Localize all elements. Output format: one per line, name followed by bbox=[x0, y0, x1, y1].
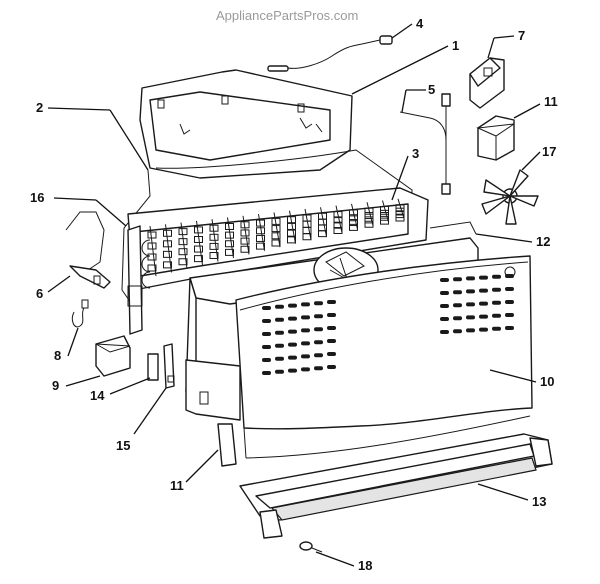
callout-14: 14 bbox=[90, 388, 105, 403]
drain-trough bbox=[239, 433, 553, 539]
defrost-heater-rod bbox=[399, 93, 451, 195]
callout-5: 5 bbox=[428, 82, 435, 97]
bracket bbox=[469, 57, 505, 109]
callout-3: 3 bbox=[412, 146, 419, 161]
callout-13: 13 bbox=[532, 494, 546, 509]
fan-shroud-clip bbox=[476, 115, 515, 161]
evaporator-cover-frame bbox=[185, 237, 479, 421]
callout-17: 17 bbox=[542, 144, 556, 159]
callout-16: 16 bbox=[30, 190, 44, 205]
callouts: 1 2 3 4 5 6 7 8 9 10 11 11 12 13 14 15 1… bbox=[30, 16, 558, 573]
callout-18: 18 bbox=[358, 558, 372, 573]
callout-4: 4 bbox=[416, 16, 424, 31]
callout-11-upper: 11 bbox=[544, 94, 558, 109]
shroud-edge bbox=[429, 221, 477, 235]
sensor-wire bbox=[267, 35, 393, 72]
connector bbox=[71, 299, 89, 328]
callout-7: 7 bbox=[518, 28, 525, 43]
screw bbox=[299, 541, 323, 553]
callout-9: 9 bbox=[52, 378, 59, 393]
leader-lines bbox=[47, 23, 541, 567]
mounting-clips bbox=[147, 343, 175, 389]
callout-11-lower: 11 bbox=[170, 478, 184, 493]
bracket-cover bbox=[95, 335, 131, 377]
rear-back-panel bbox=[139, 69, 353, 179]
side-cover-strip bbox=[217, 423, 237, 467]
callout-8: 8 bbox=[54, 348, 61, 363]
thermostat-clip bbox=[69, 265, 111, 289]
front-evaporator-panel bbox=[235, 255, 533, 459]
callout-12: 12 bbox=[536, 234, 550, 249]
watermark-text: AppliancePartsPros.com bbox=[216, 8, 358, 23]
evaporator-coil bbox=[127, 187, 429, 335]
callout-6: 6 bbox=[36, 286, 43, 301]
callout-1: 1 bbox=[452, 38, 459, 53]
callout-2: 2 bbox=[36, 100, 43, 115]
fan-blade bbox=[481, 169, 539, 225]
callout-10: 10 bbox=[540, 374, 554, 389]
callout-15: 15 bbox=[116, 438, 130, 453]
